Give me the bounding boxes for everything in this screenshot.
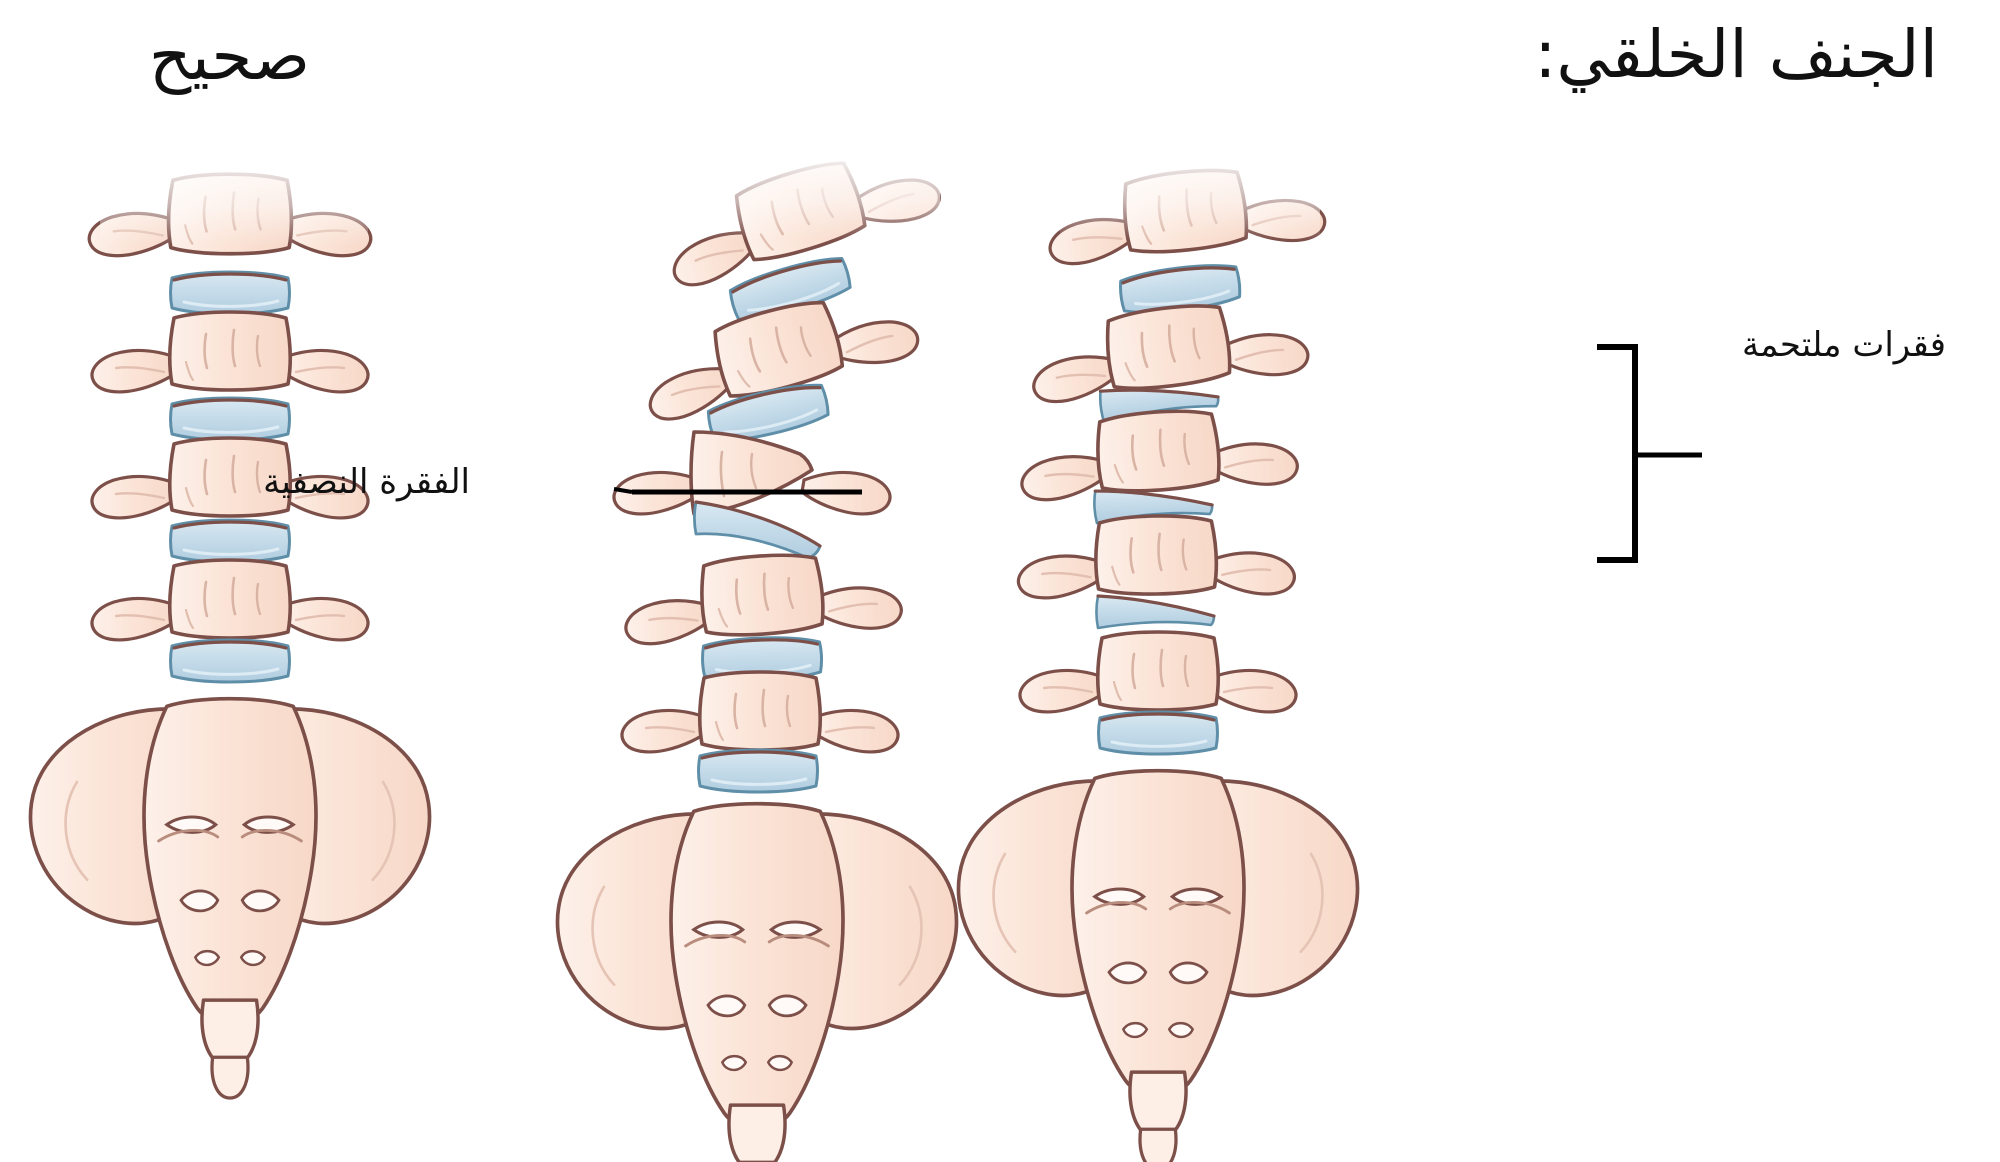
fused-vertebra-segment [1015,289,1312,601]
vertebra-fused [1015,400,1301,504]
vertebra [1018,630,1298,714]
disc [168,518,292,564]
panel-hemivertebra-spine [555,131,959,1162]
disc-wedge [1094,594,1216,630]
disc [168,396,292,442]
sacrum-coccyx [956,768,1360,1162]
vertebra-fused [1024,289,1312,407]
sacrum-coccyx [555,801,959,1162]
hemivertebra [612,430,892,516]
disc [696,748,820,794]
vertebra [620,670,900,754]
label-hemivertebra: الفقرة النصفية [263,462,470,502]
fused-vertebrae-bracket [1597,344,1702,563]
panel-fused-spine [956,148,1360,1162]
vertebra [90,558,370,642]
disc [1096,710,1220,756]
disc [168,270,292,316]
vertebra-top-faded [1041,148,1329,268]
vertebra-fused [1015,511,1297,601]
hemivertebra-leader-line [613,487,862,495]
title-normal-spine: صحيح [148,18,310,95]
vertebra-top-faded [654,131,946,293]
panel-normal-spine [28,150,432,1100]
title-congenital-scoliosis: الجنف الخلقي: [1534,16,1938,93]
label-fused-vertebrae: فقرات ملتحمة [1741,325,1946,365]
vertebra-top-faded [87,150,373,258]
disc [168,638,292,684]
vertebra [90,310,370,394]
sacrum-coccyx [28,696,432,1100]
vertebra [619,544,905,648]
disc-wedge [693,500,822,560]
